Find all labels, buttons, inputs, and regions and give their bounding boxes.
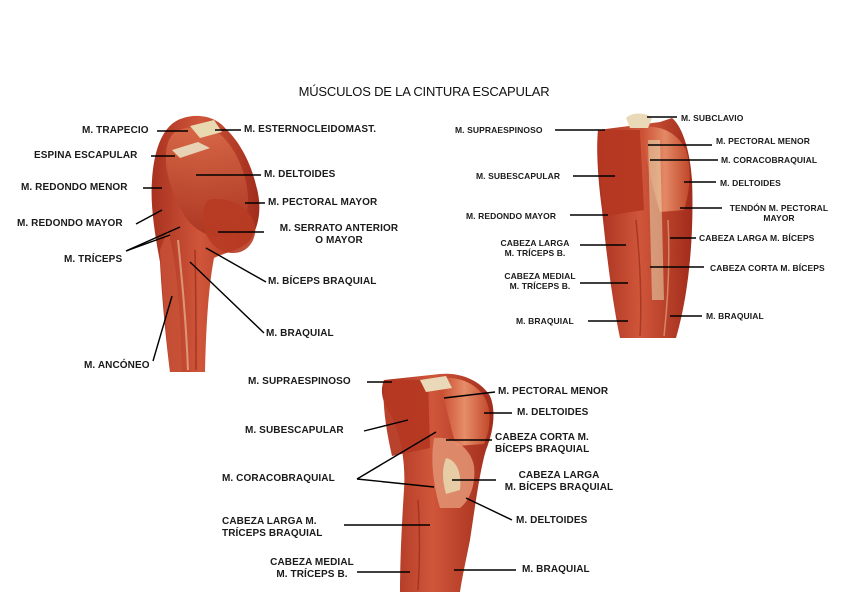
anterior-arm-illustration-right bbox=[597, 113, 693, 338]
label-pectoral-menor: M. PECTORAL MENOR bbox=[716, 136, 810, 146]
label-deltoides: M. DELTOIDES bbox=[720, 178, 781, 188]
label-pectoral-mayor: M. PECTORAL MAYOR bbox=[268, 197, 378, 208]
leader-lines bbox=[125, 116, 722, 573]
label-espina-escapular: ESPINA ESCAPULAR bbox=[34, 150, 138, 161]
label-braquial: M. BRAQUIAL bbox=[522, 564, 590, 575]
label-deltoides-lower: M. DELTOIDES bbox=[516, 515, 588, 526]
leader-line bbox=[363, 419, 409, 432]
anterior-arm-illustration-bottom bbox=[381, 373, 494, 592]
label-braquial: M. BRAQUIAL bbox=[516, 316, 574, 326]
leader-line bbox=[135, 209, 163, 225]
label-serrato-anterior: M. SERRATO ANTERIOR O MAYOR bbox=[279, 223, 399, 246]
label-supraespinoso: M. SUPRAESPINOSO bbox=[455, 125, 543, 135]
leader-line bbox=[356, 478, 435, 488]
label-supraespinoso: M. SUPRAESPINOSO bbox=[248, 376, 351, 387]
label-braquial: M. BRAQUIAL bbox=[266, 328, 334, 339]
leader-line bbox=[443, 391, 496, 399]
label-cabeza-medial-triceps: CABEZA MEDIAL M. TRÍCEPS B. bbox=[270, 557, 354, 580]
label-esternocleidomastoideo: M. ESTERNOCLEIDOMAST. bbox=[244, 124, 377, 135]
label-subclavio: M. SUBCLAVIO bbox=[681, 113, 744, 123]
label-biceps-braquial: M. BÍCEPS BRAQUIAL bbox=[268, 276, 377, 287]
leader-line bbox=[356, 431, 437, 480]
label-cabeza-larga-biceps: CABEZA LARGA M. BÍCEPS BRAQUIAL bbox=[504, 470, 614, 493]
leader-line bbox=[152, 295, 173, 362]
label-anconeo: M. ANCÓNEO bbox=[84, 360, 150, 371]
label-subescapular: M. SUBESCAPULAR bbox=[476, 171, 561, 181]
leader-line bbox=[205, 247, 267, 283]
label-redondo-mayor: M. REDONDO MAYOR bbox=[17, 218, 123, 229]
leader-line bbox=[125, 226, 181, 252]
posterior-arm-illustration bbox=[151, 115, 260, 373]
label-cabeza-corta-biceps: CABEZA CORTA M. BÍCEPS bbox=[710, 263, 825, 273]
label-tendon-pectoral-mayor: TENDÓN M. PECTORAL MAYOR bbox=[729, 203, 829, 223]
label-redondo-mayor: M. REDONDO MAYOR bbox=[466, 211, 557, 221]
label-trapecio: M. TRAPECIO bbox=[82, 125, 149, 136]
label-cabeza-larga-biceps: CABEZA LARGA M. BÍCEPS bbox=[699, 233, 815, 243]
label-triceps: M. TRÍCEPS bbox=[64, 254, 123, 265]
label-coracobraquial: M. CORACOBRAQUIAL bbox=[222, 473, 335, 484]
label-deltoides: M. DELTOIDES bbox=[264, 169, 336, 180]
label-cabeza-larga-triceps: CABEZA LARGA M. TRÍCEPS B. bbox=[500, 238, 570, 258]
label-subescapular: M. SUBESCAPULAR bbox=[245, 425, 344, 436]
label-braquial-right: M. BRAQUIAL bbox=[706, 311, 764, 321]
label-deltoides-upper: M. DELTOIDES bbox=[517, 407, 589, 418]
label-redondo-menor: M. REDONDO MENOR bbox=[21, 182, 128, 193]
label-coracobraquial: M. CORACOBRAQUIAL bbox=[721, 155, 818, 165]
label-pectoral-menor: M. PECTORAL MENOR bbox=[498, 386, 609, 397]
diagram-title: MÚSCULOS DE LA CINTURA ESCAPULAR bbox=[298, 84, 550, 99]
label-cabeza-larga-triceps: CABEZA LARGA M. TRÍCEPS BRAQUIAL bbox=[222, 516, 323, 539]
leader-line bbox=[189, 261, 265, 334]
leader-line bbox=[465, 497, 513, 521]
label-cabeza-corta-biceps: CABEZA CORTA M. BÍCEPS BRAQUIAL bbox=[495, 432, 590, 455]
label-cabeza-medial-triceps: CABEZA MEDIAL M. TRÍCEPS B. bbox=[504, 271, 576, 291]
